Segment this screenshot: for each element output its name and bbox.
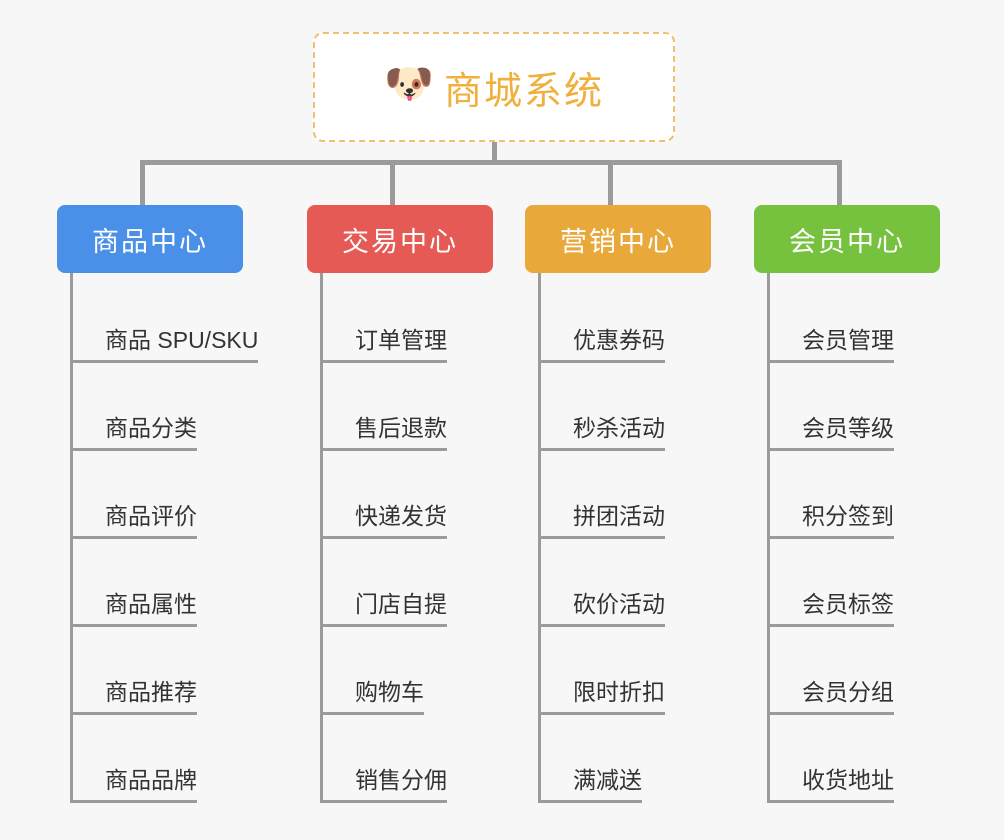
list-item-label: 拼团活动 xyxy=(573,503,665,539)
list-item-underline xyxy=(320,624,355,627)
connector-bus xyxy=(140,160,842,165)
branch-column-2: 营销中心优惠券码秒杀活动拼团活动砍价活动限时折扣满减送 xyxy=(525,205,815,803)
list-item-underline xyxy=(767,536,802,539)
list-item-label: 商品评价 xyxy=(105,503,197,539)
branch-header-label: 营销中心 xyxy=(560,226,676,257)
list-item[interactable]: 商品 SPU/SKU xyxy=(70,275,357,363)
list-item-label: 秒杀活动 xyxy=(573,415,665,451)
branch-item-list-0: 商品 SPU/SKU 商品分类商品评价商品属性商品推荐商品品牌 xyxy=(70,273,357,803)
list-item[interactable]: 销售分佣 xyxy=(320,715,597,803)
list-item-label: 优惠券码 xyxy=(573,327,665,363)
list-item-label: 满减送 xyxy=(573,767,642,803)
list-item[interactable]: 门店自提 xyxy=(320,539,597,627)
list-item[interactable]: 优惠券码 xyxy=(538,275,815,363)
list-item-label: 积分签到 xyxy=(802,503,894,539)
list-item-underline xyxy=(538,536,573,539)
root-node[interactable]: 🐶 商城系统 xyxy=(313,32,675,142)
branch-header-label: 会员中心 xyxy=(789,226,905,257)
list-item-label: 限时折扣 xyxy=(573,679,665,715)
list-item-label: 会员标签 xyxy=(802,591,894,627)
list-item[interactable]: 会员等级 xyxy=(767,363,1004,451)
branch-item-list-1: 订单管理售后退款快递发货门店自提购物车销售分佣 xyxy=(320,273,597,803)
list-item-underline xyxy=(538,800,573,803)
list-item-underline xyxy=(538,448,573,451)
list-item-underline xyxy=(70,536,105,539)
list-item[interactable]: 秒杀活动 xyxy=(538,363,815,451)
list-item[interactable]: 限时折扣 xyxy=(538,627,815,715)
list-item[interactable]: 会员标签 xyxy=(767,539,1004,627)
list-item-label: 商品品牌 xyxy=(105,767,197,803)
list-item-underline xyxy=(767,800,802,803)
branch-header-3[interactable]: 会员中心 xyxy=(754,205,940,273)
list-item[interactable]: 商品推荐 xyxy=(70,627,357,715)
list-item-label: 订单管理 xyxy=(355,327,447,363)
list-item-label: 购物车 xyxy=(355,679,424,715)
list-item[interactable]: 商品品牌 xyxy=(70,715,357,803)
list-item[interactable]: 会员分组 xyxy=(767,627,1004,715)
list-item-label: 商品分类 xyxy=(105,415,197,451)
list-item[interactable]: 收货地址 xyxy=(767,715,1004,803)
list-item[interactable]: 砍价活动 xyxy=(538,539,815,627)
list-item[interactable]: 拼团活动 xyxy=(538,451,815,539)
connector-stem xyxy=(492,142,497,162)
list-item-label: 会员管理 xyxy=(802,327,894,363)
connector-drop-2 xyxy=(608,160,613,205)
branch-header-label: 商品中心 xyxy=(92,226,208,257)
list-item-label: 砍价活动 xyxy=(573,591,665,627)
list-item-underline xyxy=(70,800,105,803)
list-item-label: 商品 SPU/SKU xyxy=(105,327,259,363)
list-item[interactable]: 满减送 xyxy=(538,715,815,803)
list-item-underline xyxy=(320,448,355,451)
branch-header-0[interactable]: 商品中心 xyxy=(57,205,243,273)
list-item[interactable]: 商品评价 xyxy=(70,451,357,539)
list-item-label: 售后退款 xyxy=(355,415,447,451)
branch-header-label: 交易中心 xyxy=(342,226,458,257)
list-item[interactable]: 订单管理 xyxy=(320,275,597,363)
branch-column-3: 会员中心会员管理会员等级积分签到会员标签会员分组收货地址 xyxy=(754,205,1004,803)
connector-drop-0 xyxy=(140,160,145,205)
list-item-label: 商品推荐 xyxy=(105,679,197,715)
branch-header-1[interactable]: 交易中心 xyxy=(307,205,493,273)
list-item[interactable]: 购物车 xyxy=(320,627,597,715)
list-item-underline xyxy=(70,624,105,627)
list-item-underline xyxy=(70,448,105,451)
branch-column-0: 商品中心商品 SPU/SKU 商品分类商品评价商品属性商品推荐商品品牌 xyxy=(57,205,357,803)
list-item-label: 会员等级 xyxy=(802,415,894,451)
list-item-underline xyxy=(767,712,802,715)
list-item-label: 商品属性 xyxy=(105,591,197,627)
list-item-label: 销售分佣 xyxy=(355,767,447,803)
root-title: 商城系统 xyxy=(443,70,604,113)
connector-drop-3 xyxy=(837,160,842,205)
list-item-underline xyxy=(320,712,355,715)
list-item-label: 收货地址 xyxy=(802,767,894,803)
list-item-underline xyxy=(538,360,573,363)
branch-header-2[interactable]: 营销中心 xyxy=(525,205,711,273)
list-item-label: 门店自提 xyxy=(355,591,447,627)
dog-face-icon: 🐶 xyxy=(383,62,434,106)
list-item-underline xyxy=(538,712,573,715)
connector-drop-1 xyxy=(390,160,395,205)
list-item[interactable]: 商品分类 xyxy=(70,363,357,451)
branch-column-1: 交易中心订单管理售后退款快递发货门店自提购物车销售分佣 xyxy=(307,205,597,803)
list-item-label: 快递发货 xyxy=(355,503,447,539)
list-item[interactable]: 积分签到 xyxy=(767,451,1004,539)
list-item-underline xyxy=(767,360,802,363)
list-item-underline xyxy=(538,624,573,627)
list-item[interactable]: 快递发货 xyxy=(320,451,597,539)
list-item-underline xyxy=(320,800,355,803)
list-item-label: 会员分组 xyxy=(802,679,894,715)
list-item-underline xyxy=(767,448,802,451)
branch-item-list-3: 会员管理会员等级积分签到会员标签会员分组收货地址 xyxy=(767,273,1004,803)
list-item[interactable]: 售后退款 xyxy=(320,363,597,451)
branch-item-list-2: 优惠券码秒杀活动拼团活动砍价活动限时折扣满减送 xyxy=(538,273,815,803)
list-item-underline xyxy=(70,712,105,715)
list-item-underline xyxy=(320,536,355,539)
list-item-underline xyxy=(320,360,355,363)
list-item-underline xyxy=(767,624,802,627)
list-item-underline xyxy=(70,360,105,363)
list-item[interactable]: 商品属性 xyxy=(70,539,357,627)
list-item[interactable]: 会员管理 xyxy=(767,275,1004,363)
